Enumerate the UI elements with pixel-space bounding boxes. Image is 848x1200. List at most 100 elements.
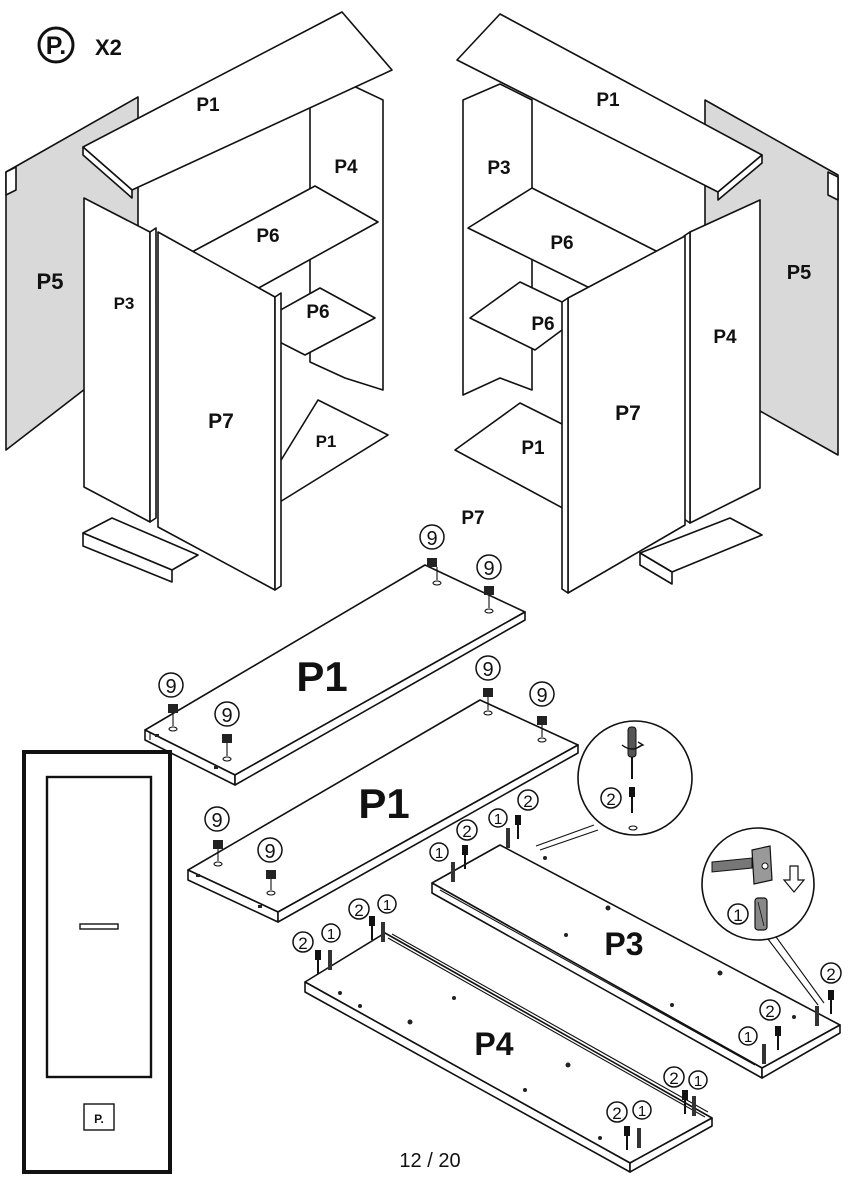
panel-p1-top: P1 (144, 564, 526, 786)
bolt: 2 (663, 1066, 688, 1114)
label-shelf-lower-right: P6 (531, 314, 554, 335)
bottom-panel-left (274, 399, 389, 506)
label-side-right-left: P4 (334, 157, 358, 178)
label-side-left-right: P3 (487, 158, 510, 179)
cabinet-left: P1 P4 P5 P3 P6 P6 P7 P1 (5, 11, 393, 591)
bolt: 2 (515, 789, 539, 839)
fixings-p4: 2 1 2 1 2 1 2 1 (292, 894, 708, 1150)
svg-text:1: 1 (744, 1029, 752, 1046)
label-back-right: P5 (787, 262, 811, 284)
side-panel-left-edge (149, 227, 157, 523)
svg-text:1: 1 (383, 897, 391, 914)
bolt: 2 (456, 819, 478, 869)
label-side-left-left: P3 (114, 294, 135, 313)
top-panel-left-edge (82, 146, 133, 199)
cam-lock: 9 (204, 806, 230, 867)
svg-text:9: 9 (426, 528, 437, 550)
door-badge-text: P. (94, 1112, 104, 1126)
bolt: 2 (820, 962, 842, 1014)
label-panel-p3: P3 (604, 926, 643, 962)
screwdriver-icon (621, 726, 645, 779)
cam-locks: 9 9 9 9 9 9 9 9 (158, 524, 555, 896)
mallet-icon (711, 845, 773, 885)
label-back-left: P5 (37, 269, 64, 294)
brand-logo: P. (37, 26, 75, 64)
door-preview: P. (22, 750, 172, 1174)
svg-text:9: 9 (482, 659, 493, 681)
label-bottom-left: P1 (316, 432, 337, 451)
label-door: P7 (461, 508, 484, 529)
svg-text:9: 9 (483, 558, 494, 580)
svg-text:9: 9 (165, 676, 176, 698)
dowel-pin (815, 1006, 819, 1026)
svg-text:9: 9 (221, 705, 232, 727)
cam-lock: 9 (158, 672, 184, 732)
bolt: 2 (292, 931, 321, 974)
dowel-detail-number: 1 (733, 906, 742, 925)
svg-text:2: 2 (826, 965, 835, 984)
side-panel-right-right (689, 199, 761, 524)
label-top-right: P1 (596, 90, 620, 111)
door-left-edge (274, 292, 282, 591)
label-panel-p1-top: P1 (296, 653, 347, 700)
screw-detail-callout: 2 (535, 720, 693, 851)
fixings-p3: 1 2 1 2 2 2 1 (429, 789, 842, 1064)
dowel: 1 (321, 923, 341, 970)
top-panel-right-edge (717, 154, 763, 201)
cam-lock: 9 (475, 655, 501, 716)
label-shelf-lower-left: P6 (306, 302, 329, 323)
svg-text:1: 1 (494, 811, 502, 828)
dowel: 1 (429, 842, 455, 882)
down-arrow-icon (782, 865, 806, 893)
svg-text:1: 1 (694, 1073, 702, 1090)
dowel: 1 (738, 1026, 766, 1064)
bolt: 2 (759, 999, 781, 1050)
svg-text:2: 2 (612, 1104, 621, 1123)
svg-text:1: 1 (638, 1103, 646, 1120)
cam-lock: 9 (419, 524, 445, 586)
base-plinth-front (82, 532, 173, 583)
screw-detail-number: 2 (606, 790, 615, 809)
cabinet-right: P1 P3 P5 P6 P4 P6 P7 P1 (454, 13, 839, 594)
label-panel-p1-middle: P1 (358, 780, 409, 827)
side-panel-left-left (83, 197, 151, 523)
label-top-left: P1 (196, 95, 220, 116)
dowel: 1 (377, 894, 397, 942)
dowel: 1 (688, 1070, 708, 1116)
bottom-panel-right (454, 402, 571, 513)
quantity-label: X2 (95, 35, 122, 60)
page-number: 12 / 20 (399, 1150, 461, 1172)
dowel: 1 (488, 808, 510, 848)
cam-lock: 9 (529, 681, 555, 743)
label-panel-p4: P4 (474, 1026, 513, 1062)
panel-p1-middle: P1 (187, 699, 579, 923)
label-door-right: P7 (615, 402, 641, 425)
dowel-detail-callout: 1 (701, 827, 825, 1006)
panel-p3: P3 (431, 844, 841, 1079)
cam-lock: 9 (214, 701, 240, 762)
svg-text:2: 2 (523, 792, 532, 811)
logo-letter: P. (46, 32, 66, 60)
label-bottom-right: P1 (521, 438, 545, 459)
door-handle (79, 923, 119, 930)
back-panel-notch (5, 166, 17, 196)
label-shelf-upper-right: P6 (550, 233, 573, 254)
svg-text:2: 2 (669, 1069, 678, 1088)
svg-text:2: 2 (462, 822, 471, 841)
svg-text:1: 1 (435, 845, 443, 862)
svg-text:1: 1 (327, 926, 335, 943)
dowel: 1 (632, 1100, 652, 1148)
door-badge (83, 1103, 115, 1131)
svg-text:2: 2 (354, 901, 363, 920)
svg-text:9: 9 (264, 841, 275, 863)
back-panel-notch-right (827, 171, 839, 201)
bolt: 2 (606, 1101, 630, 1150)
door-right-edge (561, 297, 569, 594)
cam-lock: 9 (476, 554, 502, 614)
svg-text:2: 2 (765, 1002, 774, 1021)
label-side-right-right: P4 (713, 327, 737, 348)
svg-text:2: 2 (298, 934, 307, 953)
cam-lock: 9 (257, 837, 283, 896)
svg-text:9: 9 (536, 685, 547, 707)
